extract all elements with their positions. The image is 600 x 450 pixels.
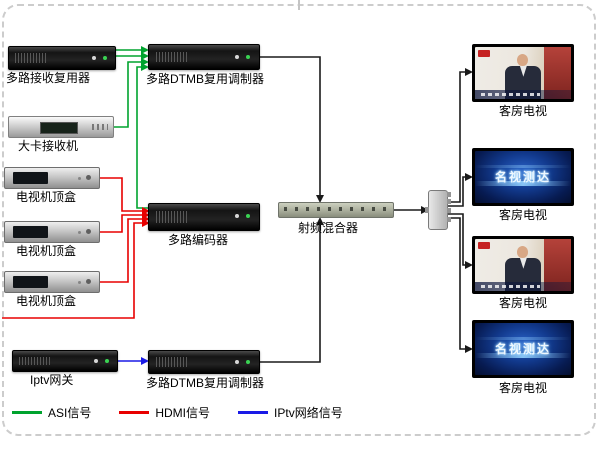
legend-item-asi: ASI信号 (12, 404, 91, 421)
tv-3-screen (475, 239, 571, 291)
tv-4-screen: 名视测达 (475, 323, 571, 375)
tv-2-screen: 名视测达 (475, 151, 571, 203)
tv-3 (472, 236, 574, 294)
iptv-line-swatch (238, 411, 269, 414)
tv-4-label: 客房电视 (498, 381, 547, 395)
wire-hdmi-stb1-to-encoder (100, 177, 150, 215)
stb-3-label: 电视机顶盒 (16, 294, 77, 308)
wire-hdmi-stb3-to-encoder (100, 215, 150, 283)
mux-receiver-device (8, 46, 116, 70)
splitter-device (425, 190, 451, 230)
tv-1-screen (475, 47, 571, 99)
wire-rf-splitter-to-tv4 (448, 217, 473, 353)
legend-label-iptv: IPtv网络信号 (274, 406, 343, 420)
legend-item-hdmi: HDMI信号 (119, 404, 210, 421)
stb-1-label: 电视机顶盒 (16, 190, 77, 204)
dtmb-modulator-bottom-device (148, 350, 260, 374)
tv-screen-title-text: 名视测达 (494, 342, 551, 357)
wire-hdmi-stb2-to-encoder (100, 211, 150, 233)
wire-asi-encoder-to-modulator (136, 63, 149, 209)
tv-channel-logo (478, 50, 490, 57)
asi-line-swatch (12, 411, 42, 414)
encoder-device (148, 203, 260, 231)
mux-receiver-label: 多路接收复用器 (6, 71, 91, 85)
legend-item-iptv: IPtv网络信号 (238, 404, 343, 421)
tv-1-label: 客房电视 (498, 104, 547, 118)
tv-4: 名视测达 (472, 320, 574, 378)
legend-label-hdmi: HDMI信号 (155, 406, 211, 420)
light-streak (475, 336, 571, 340)
tv-screen-title-text: 名视测达 (494, 170, 551, 185)
tv-caption-bar (475, 282, 571, 291)
tv-channel-logo (478, 242, 490, 249)
wire-asi-card-receiver-to-modulator (114, 58, 149, 128)
legend: ASI信号 HDMI信号 IPtv网络信号 (12, 404, 343, 421)
stb-1-device (4, 167, 100, 189)
dtmb-modulator-bottom-label: 多路DTMB复用调制器 (146, 376, 264, 390)
stb-2-label: 电视机顶盒 (16, 244, 77, 258)
light-streak (475, 353, 571, 359)
rf-mixer-device (278, 202, 394, 218)
border-notch (298, 0, 300, 10)
iptv-gateway-device (12, 350, 118, 372)
wire-rf-splitter-to-tv3 (448, 213, 473, 269)
iptv-gateway-label: Iptv网关 (30, 373, 74, 387)
wire-rf-splitter-to-tv1 (448, 68, 473, 203)
presenter-head (517, 54, 529, 67)
card-receiver-label: 大卡接收机 (18, 139, 79, 153)
tv-caption-bar (475, 90, 571, 99)
legend-label-asi: ASI信号 (48, 406, 92, 420)
wire-rf-modulator-top-to-mixer (260, 56, 324, 203)
tv-1 (472, 44, 574, 102)
wire-rf-modulator-bottom-to-mixer (260, 217, 324, 363)
stb-3-device (4, 271, 100, 293)
light-streak (475, 164, 571, 168)
rf-mixer-label: 射频混合器 (298, 221, 359, 235)
card-receiver-device (8, 116, 114, 138)
dtmb-modulator-top-device (148, 44, 260, 70)
light-streak (475, 181, 571, 187)
hdmi-line-swatch (119, 411, 150, 414)
presenter-head (517, 246, 529, 259)
encoder-label: 多路编码器 (168, 233, 229, 247)
tv-2: 名视测达 (472, 148, 574, 206)
stb-2-device (4, 221, 100, 243)
dtmb-modulator-top-label: 多路DTMB复用调制器 (146, 72, 264, 86)
tv-3-label: 客房电视 (498, 296, 547, 310)
tv-2-label: 客房电视 (498, 208, 547, 222)
